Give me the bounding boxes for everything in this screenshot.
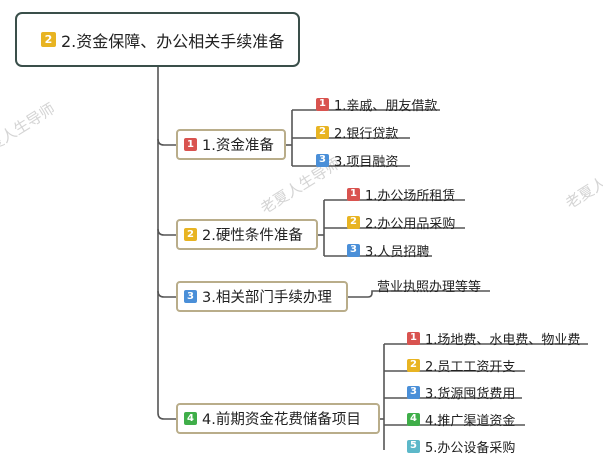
leaf-item[interactable]: 1 1.亲戚、朋友借款 <box>314 94 437 114</box>
priority-badge: 5 <box>407 439 420 453</box>
leaf-label: 2.银行贷款 <box>334 126 399 142</box>
leaf-label: 5.办公设备采购 <box>425 440 516 456</box>
leaf-label: 3.项目融资 <box>334 154 399 170</box>
priority-badge: 1 <box>316 97 329 111</box>
leaf-item[interactable]: 1 1.办公场所租赁 <box>345 184 455 204</box>
leaf-item[interactable]: 2 2.员工工资开支 <box>405 355 515 375</box>
leaf-item[interactable]: 3 3.货源囤货费用 <box>405 382 515 402</box>
leaf-item[interactable]: 4 4.推广渠道资金 <box>405 409 515 429</box>
leaf-label: 营业执照办理等等 <box>377 279 482 295</box>
section-label: 4.前期资金花费储备项目 <box>202 412 361 428</box>
priority-badge: 4 <box>407 412 420 426</box>
leaf-item[interactable]: 3 3.项目融资 <box>314 150 398 170</box>
section-label: 1.资金准备 <box>202 138 274 154</box>
priority-badge: 4 <box>184 412 197 425</box>
priority-badge: 3 <box>316 153 329 167</box>
priority-badge: 1 <box>347 187 360 201</box>
section-2[interactable]: 2 2.硬性条件准备 <box>176 219 318 250</box>
leaf-label: 1.办公场所租赁 <box>365 188 456 204</box>
connector <box>157 138 176 146</box>
section-3[interactable]: 3 3.相关部门手续办理 <box>176 281 348 312</box>
connector <box>157 228 176 236</box>
leaf-label: 4.推广渠道资金 <box>425 413 516 429</box>
leaf-label: 2.员工工资开支 <box>425 359 516 375</box>
leaf-label: 2.办公用品采购 <box>365 216 456 232</box>
connector <box>348 290 490 298</box>
section-label: 3.相关部门手续办理 <box>202 290 332 306</box>
leaf-label: 3.人员招聘 <box>365 244 430 260</box>
connector <box>157 67 176 420</box>
priority-badge: 2 <box>41 32 56 47</box>
connector <box>157 290 176 298</box>
leaf-label: 1.亲戚、朋友借款 <box>334 98 438 114</box>
root-topic[interactable]: 2 2.资金保障、办公相关手续准备 <box>15 12 300 67</box>
leaf-label: 3.货源囤货费用 <box>425 386 516 402</box>
priority-badge: 2 <box>407 358 420 372</box>
priority-badge: 2 <box>316 125 329 139</box>
leaf-item[interactable]: 3 3.人员招聘 <box>345 240 429 260</box>
priority-badge: 3 <box>407 385 420 399</box>
section-1[interactable]: 1 1.资金准备 <box>176 129 286 160</box>
section-4[interactable]: 4 4.前期资金花费储备项目 <box>176 403 380 434</box>
priority-badge: 1 <box>184 138 197 151</box>
priority-badge: 2 <box>347 215 360 229</box>
leaf-item[interactable]: 2 2.银行贷款 <box>314 122 398 142</box>
leaf-label: 1.场地费、水电费、物业费 <box>425 332 581 348</box>
leaf-item[interactable]: 1 1.场地费、水电费、物业费 <box>405 328 580 348</box>
leaf-item[interactable]: 营业执照办理等等 <box>375 275 481 295</box>
priority-badge: 1 <box>407 331 420 345</box>
priority-badge: 2 <box>184 228 197 241</box>
priority-badge: 3 <box>347 243 360 257</box>
root-topic-label: 2.资金保障、办公相关手续准备 <box>61 31 285 51</box>
priority-badge: 3 <box>184 290 197 303</box>
leaf-item[interactable]: 2 2.办公用品采购 <box>345 212 455 232</box>
leaf-item[interactable]: 5 5.办公设备采购 <box>405 436 515 456</box>
section-label: 2.硬性条件准备 <box>202 228 303 244</box>
